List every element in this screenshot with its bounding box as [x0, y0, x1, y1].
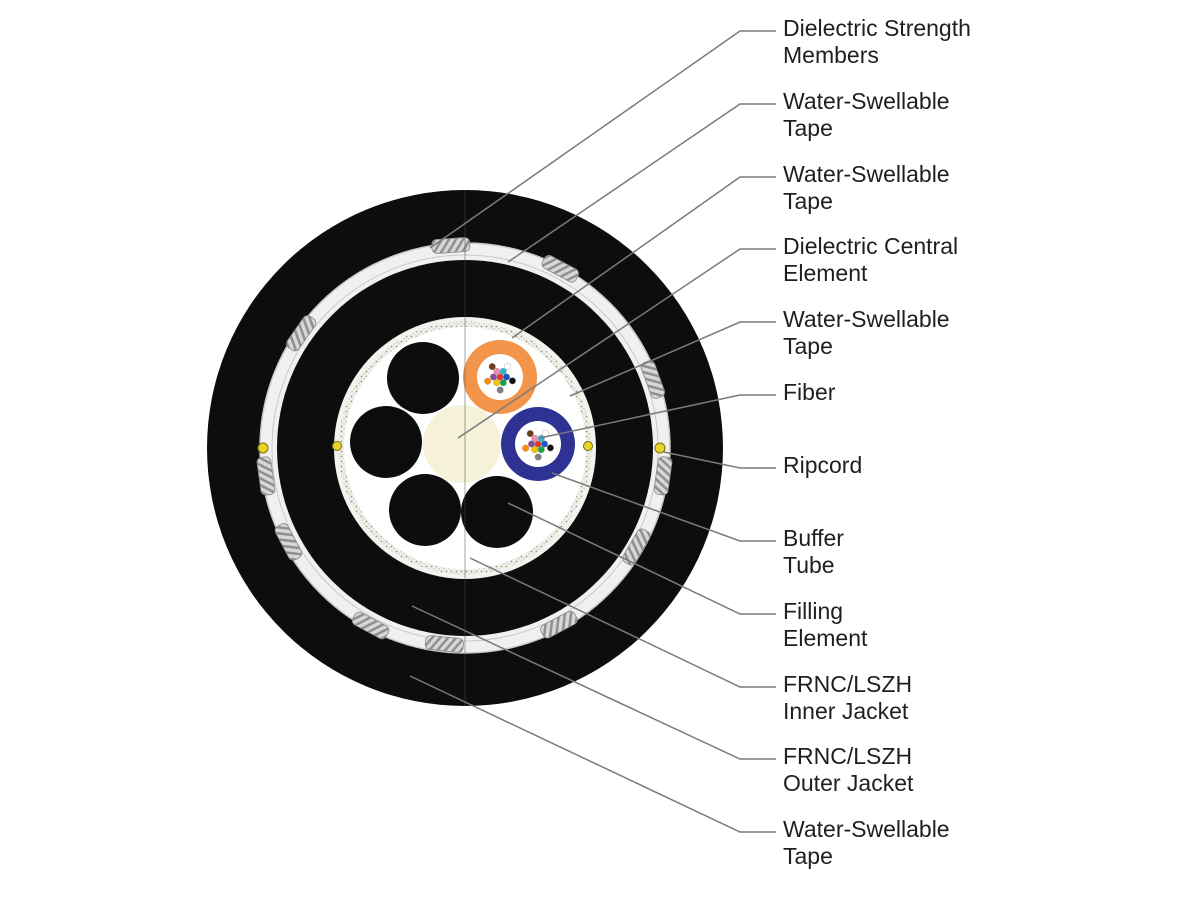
strength-member — [540, 610, 578, 639]
leader-line — [511, 176, 776, 339]
strength-member — [424, 635, 464, 653]
ripcord-outer-right — [654, 442, 666, 454]
fiber-bundle-orange — [484, 362, 516, 394]
leader-line — [551, 472, 776, 542]
fiber-strand — [490, 373, 498, 381]
fiber-strand — [499, 367, 507, 375]
leader-line — [411, 605, 776, 760]
fiber-bundle-blue — [522, 429, 554, 461]
leader-line — [469, 557, 776, 688]
strength-member — [274, 523, 303, 561]
fiber-strand — [541, 440, 549, 448]
fiber-strand — [496, 386, 504, 394]
strength-member — [431, 237, 471, 254]
ripcord-outer-left — [257, 442, 269, 454]
fiber-strand — [528, 440, 536, 448]
fiber-strand — [484, 377, 492, 385]
filling-element-bottom-right — [461, 476, 533, 548]
filling-element-left — [350, 406, 422, 478]
strength-member — [653, 456, 673, 496]
fiber-strand — [546, 444, 554, 452]
filling-element-top-left — [387, 342, 459, 414]
fiber-strand — [499, 379, 507, 387]
fiber-strand — [493, 379, 501, 387]
leader-line — [539, 394, 776, 439]
ripcord-inner-left — [332, 441, 342, 451]
leader-lines — [409, 30, 776, 833]
label-ripcord: Ripcord — [783, 452, 863, 478]
filling-element-bottom-left — [389, 474, 461, 546]
fiber-strand — [537, 446, 545, 454]
fiber-strand — [534, 453, 542, 461]
leader-line — [507, 103, 776, 263]
strength-member — [640, 360, 666, 399]
fiber-strand — [522, 444, 530, 452]
strength-member — [622, 528, 651, 566]
strength-member — [541, 255, 580, 283]
dielectric-strength-members — [256, 237, 673, 653]
leader-line — [569, 321, 776, 397]
leader-line — [507, 502, 776, 615]
strength-member — [286, 315, 317, 352]
fiber-strand — [503, 373, 511, 381]
strength-member — [351, 611, 390, 640]
fiber-strand — [531, 446, 539, 454]
dielectric-central-element — [423, 405, 501, 483]
fiber-strand — [488, 363, 496, 371]
leader-line — [663, 451, 776, 469]
label-fiber: Fiber — [783, 379, 836, 405]
ripcord-inner-right — [583, 441, 593, 451]
fiber-strand — [526, 430, 534, 438]
fiber-strand — [508, 377, 516, 385]
leader-line — [409, 675, 776, 833]
leader-line — [457, 248, 776, 439]
strength-member — [256, 456, 276, 496]
leader-line — [429, 30, 776, 249]
fiber-strand — [503, 362, 511, 370]
